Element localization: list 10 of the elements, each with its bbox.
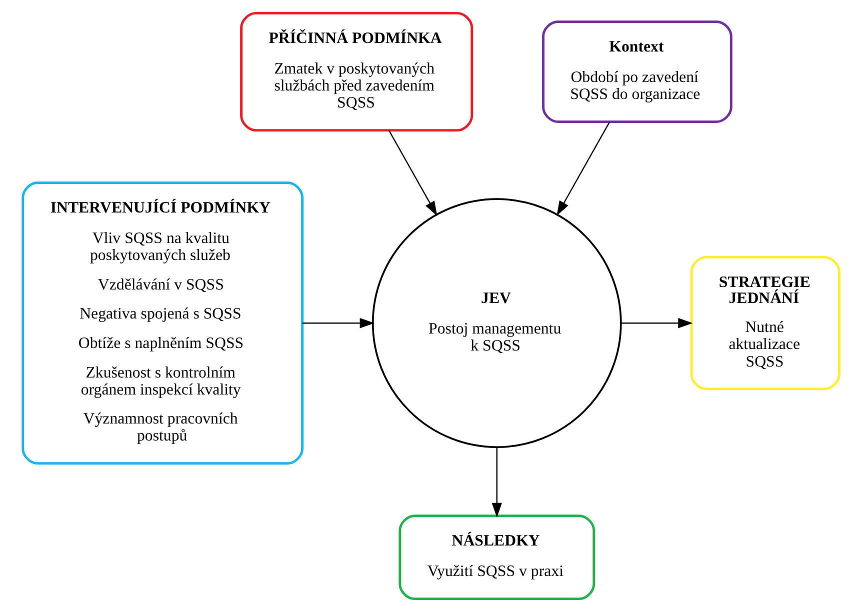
arrow: [556, 122, 610, 216]
node-box: PŘÍČINNÁ PODMÍNKA Zmatek v poskytovaných službách před zavedením SQSS: [240, 12, 473, 132]
arrow: [302, 318, 374, 328]
node-box: NÁSLEDKY Využití SQSS v praxi: [398, 514, 595, 600]
node-box: Kontext Období po zavedení SQSS do organizace: [542, 20, 732, 123]
node-box: STRATEGIE JEDNÁNÍ Nutné aktualizace SQSS: [690, 256, 840, 390]
arrow: [491, 447, 502, 518]
arrow: [388, 130, 437, 216]
node-box: INTERVENUJÍCÍ PODMÍNKY Vliv SQSS na kvalitu poskytovaných služeb Vzdělávání v SQSS Negativa spojená s SQSS Obtíže s naplněním SQSS Zkušenost s kontrolním orgánem inspekcí kvality Významnost pracovních postupů: [21, 182, 303, 465]
arrow: [620, 318, 692, 328]
